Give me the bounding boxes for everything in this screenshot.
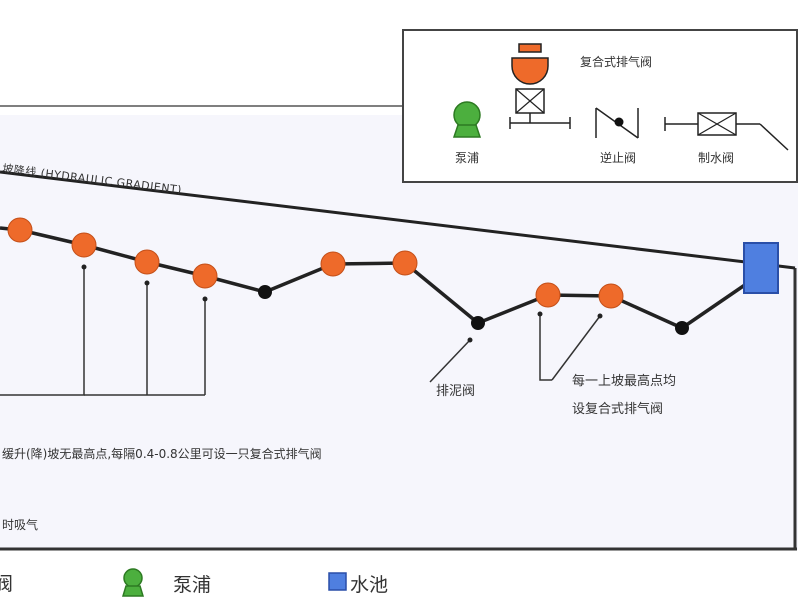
bottom-pump-icon [121,568,145,597]
combo-air-valve-icon [511,43,549,123]
bottom-tank-icon [328,572,347,591]
air-valve-marker [7,217,33,243]
air-valve-marker [71,232,97,258]
check-valve-icon [595,107,639,139]
note-intake: 时吸气 [2,517,38,532]
drain-point-marker [675,321,689,335]
bottom-tank-label: 水池 [350,574,388,596]
hydraulic-gradient-line [0,170,796,270]
air-valve-marker [535,282,561,308]
air-valve-marker [134,249,160,275]
leader-dot [597,313,603,319]
leader-line [429,339,471,383]
leader-line [539,314,552,381]
drain-point-marker [258,285,272,299]
air-valve-marker [320,251,346,277]
note-slope: 缓升(降)坡无最高点,每隔0.4-0.8公里可设一只复合式排气阀 [2,446,322,461]
leader-dot [144,280,150,286]
pump-label: 泵浦 [455,151,479,165]
air-valve-marker [192,263,218,289]
bottom-pump-label: 泵浦 [173,574,211,596]
gate-valve-icon [664,112,789,151]
air-valve-marker [392,250,418,276]
combo-air-valve-label: 复合式排气阀 [580,54,652,69]
high-point-callout-line1: 每一上坡最高点均 [572,373,676,389]
leader-dot [537,311,543,317]
leader-dot [467,337,473,343]
drain-point-marker [471,316,485,330]
leader-line [551,315,601,381]
check-valve-label: 逆止阀 [600,150,636,165]
water-tank [743,242,779,294]
gate-valve-label: 制水阀 [698,151,734,165]
drain-valve-callout: 排泥阀 [436,384,475,399]
pump-icon [452,101,482,138]
bottom-legend-fragment: 阀 [0,573,13,595]
leader-dot [202,296,208,302]
leader-dot [81,264,87,270]
air-valve-marker [598,283,624,309]
high-point-callout-line2: 设复合式排气阀 [572,401,663,417]
